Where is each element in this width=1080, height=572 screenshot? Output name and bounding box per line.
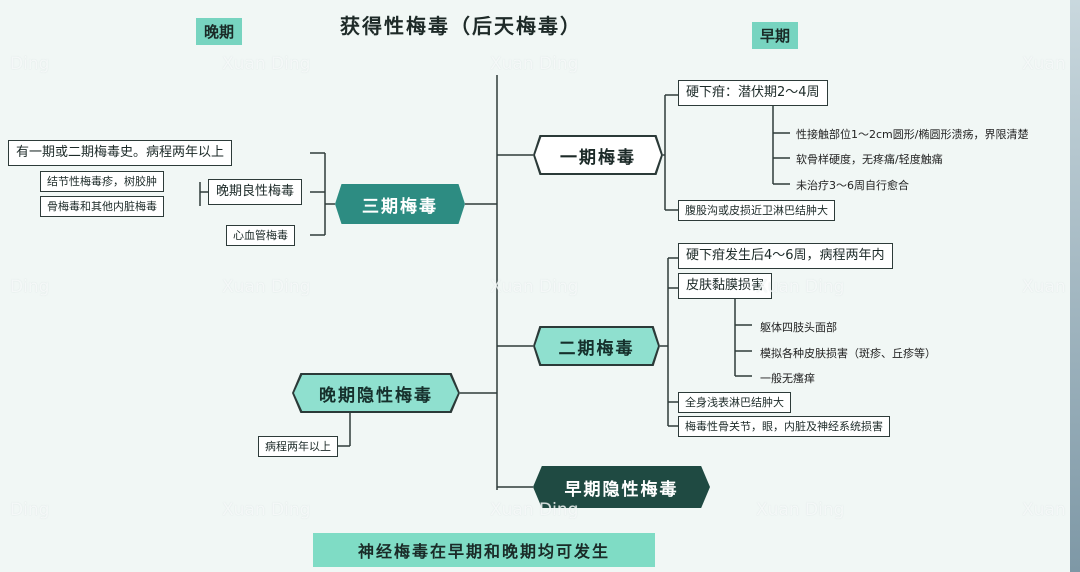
watermark: Xuan Ding: [222, 54, 311, 74]
secondary-syphilis-label: 二期梅毒: [535, 328, 658, 364]
watermark: Xuan Ding: [222, 277, 311, 297]
secondary-onset-box: 硬下疳发生后4～6周，病程两年内: [678, 243, 893, 269]
primary-lymph-box: 腹股沟或皮损近卫淋巴结肿大: [678, 200, 835, 221]
background-edge: [1070, 0, 1080, 572]
watermark: Xuan: [1022, 277, 1066, 297]
watermark: Xuan Ding: [490, 277, 579, 297]
chancre-feature-2: 软骨样硬度，无疼痛/轻度触痛: [796, 153, 943, 166]
primary-syphilis-node: 一期梅毒: [533, 135, 663, 175]
skin-feature-3: 一般无瘙痒: [760, 372, 815, 385]
skin-feature-2: 模拟各种皮肤损害（斑疹、丘疹等）: [760, 347, 936, 360]
tertiary-syphilis-node: 三期梅毒: [335, 184, 465, 224]
chancre-feature-3: 未治疗3～6周自行愈合: [796, 179, 909, 192]
neurosyphilis-banner: 神经梅毒在早期和晚期均可发生: [313, 533, 655, 567]
late-benign-box: 晚期良性梅毒: [208, 179, 303, 205]
secondary-syphilis-node: 二期梅毒: [533, 326, 660, 366]
late-stage-tag: 晚期: [196, 18, 243, 45]
cardiovascular-box: 心血管梅毒: [226, 225, 295, 246]
late-latent-note-box: 病程两年以上: [258, 436, 338, 457]
late-latent-syphilis-node: 晚期隐性梅毒: [292, 373, 460, 413]
early-latent-syphilis-node: 早期隐性梅毒: [533, 466, 710, 508]
watermark: Xuan: [1022, 54, 1066, 74]
watermark: Xuan: [1022, 500, 1066, 520]
watermark: Xuan Ding: [756, 277, 845, 297]
page-title: 获得性梅毒（后天梅毒）: [340, 14, 582, 38]
skin-lesion-box: 皮肤黏膜损害: [678, 273, 773, 299]
chancre-feature-1: 性接触部位1～2cm圆形/椭圆形溃疡，界限清楚: [796, 128, 1029, 141]
late-latent-syphilis-label: 晚期隐性梅毒: [294, 375, 458, 411]
early-stage-tag: 早期: [752, 22, 799, 49]
chancre-box: 硬下疳：潜伏期2～4周: [678, 80, 828, 106]
secondary-organ-box: 梅毒性骨关节，眼，内脏及神经系统损害: [678, 416, 890, 437]
tertiary-history-box: 有一期或二期梅毒史。病程两年以上: [8, 140, 233, 166]
watermark: Xuan Ding: [756, 500, 845, 520]
watermark: Ding: [10, 277, 50, 297]
watermark: Xuan Ding: [490, 500, 579, 520]
watermark: Xuan Ding: [222, 500, 311, 520]
secondary-lymph-box: 全身浅表淋巴结肿大: [678, 392, 791, 413]
skin-feature-1: 躯体四肢头面部: [760, 321, 837, 334]
watermark: Xuan Ding: [490, 54, 579, 74]
benign-item-2: 骨梅毒和其他内脏梅毒: [40, 196, 164, 217]
benign-item-1: 结节性梅毒疹，树胶肿: [40, 171, 164, 192]
watermark: Ding: [10, 500, 50, 520]
primary-syphilis-label: 一期梅毒: [535, 137, 661, 173]
watermark: Ding: [10, 54, 50, 74]
